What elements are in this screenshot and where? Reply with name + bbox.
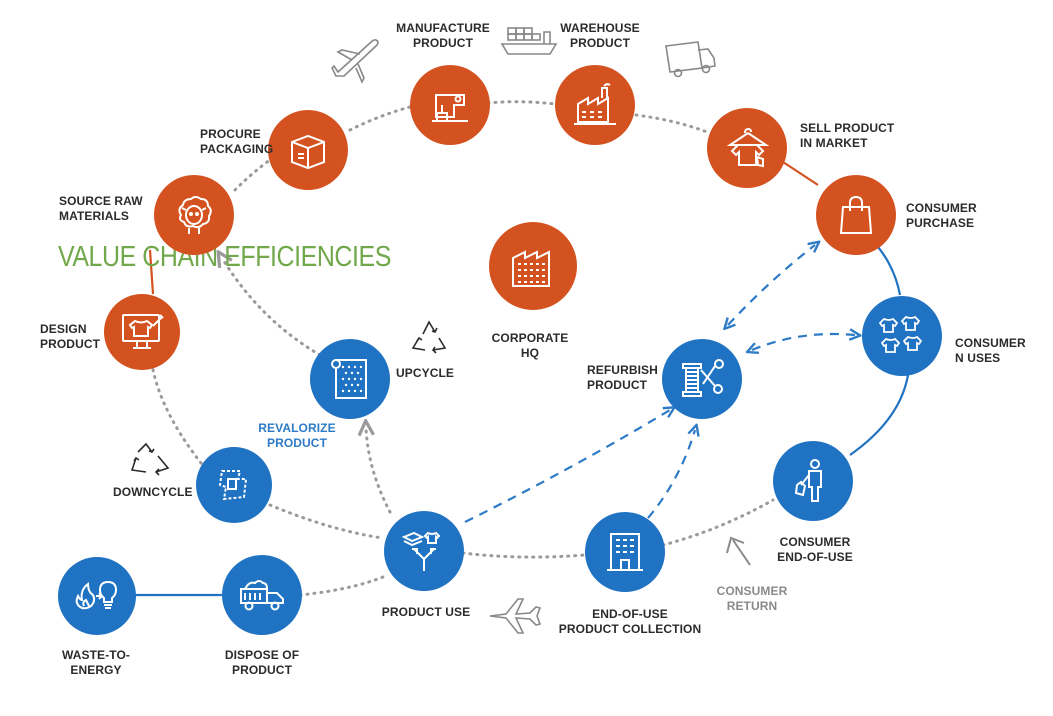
dotted-connector [634, 113, 709, 134]
sheep-icon [154, 175, 234, 255]
factory-icon [555, 65, 635, 145]
label-upcycle: UPCYCLE [396, 366, 455, 380]
fabric-roll-icon [310, 339, 390, 419]
monitor-shirt-icon [104, 294, 180, 370]
recycle-icon [411, 320, 447, 354]
label-downcycle: DOWNCYCLE [113, 485, 193, 499]
dashed-arrow [728, 245, 815, 325]
dotted-connector [661, 498, 775, 547]
shirts-icon [862, 296, 942, 376]
dotted-connector [486, 100, 557, 106]
dotted-connector [461, 551, 587, 559]
solid-connector [148, 249, 155, 295]
fire-bulb-icon [58, 557, 136, 635]
split-arrow-icon [384, 511, 464, 591]
solid-connector [849, 374, 910, 456]
dump-truck-icon [222, 555, 302, 635]
dotted-arrow [366, 428, 392, 514]
shopping-bag-icon [816, 175, 896, 255]
recycle-icon [130, 442, 170, 476]
delivery-truck-icon [665, 41, 716, 78]
dotted-connector [348, 105, 412, 132]
dotted-connector [298, 575, 385, 597]
person-icon [773, 441, 853, 521]
dotted-connector [233, 148, 287, 192]
dashed-arrow [647, 430, 695, 519]
fabric-scraps-icon [196, 447, 272, 523]
consumer-return-arrowhead [726, 536, 745, 554]
airplane-icon [331, 39, 379, 84]
shirt-tag-icon [707, 108, 787, 188]
building-icon [585, 512, 665, 592]
diagram-title: VALUE CHAIN EFFICIENCIES [58, 241, 391, 273]
consumer-return-arrow [732, 539, 751, 566]
dotted-connector [268, 503, 384, 540]
label-waste-to-energy: WASTE-TO-ENERGY [61, 648, 130, 677]
dashed-arrow [752, 334, 855, 350]
box-icon [268, 110, 348, 190]
dotted-arrow [222, 258, 322, 357]
corporate-building-icon [489, 222, 577, 310]
sewing-machine-icon [410, 65, 490, 145]
solid-connector [779, 159, 819, 186]
dashed-arrow [464, 410, 670, 523]
label-product-use: PRODUCT USE [381, 605, 471, 619]
airplane-icon [489, 598, 542, 634]
cargo-ship-icon [500, 27, 558, 55]
spool-scissors-icon [662, 339, 742, 419]
solid-connector [877, 246, 902, 296]
